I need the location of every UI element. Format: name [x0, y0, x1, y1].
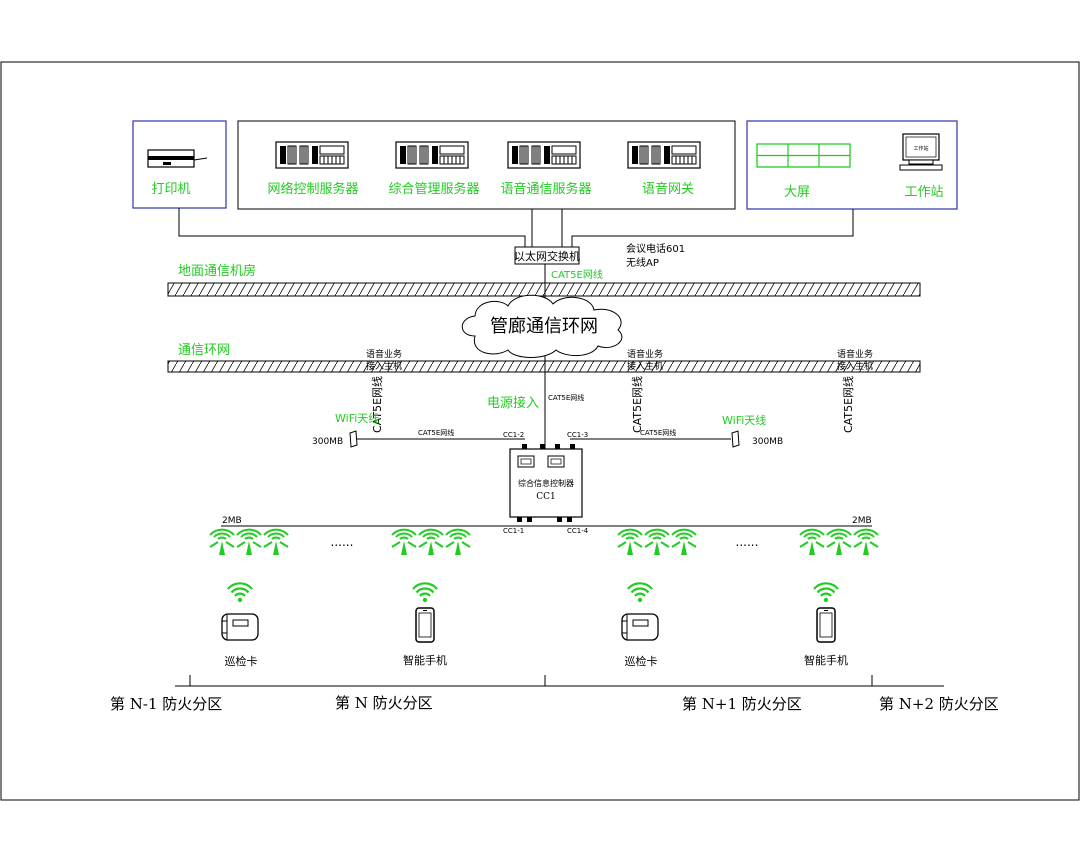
patrol-card-icon [221, 613, 259, 641]
signal-tower-icon [445, 528, 471, 556]
signal-tower-icon [418, 528, 444, 556]
power-label: 电源接入 [487, 395, 539, 411]
switch-connections [178, 208, 854, 247]
server-icon [395, 141, 469, 169]
server-label-voice-gateway: 语音网关 [642, 181, 694, 197]
port-cc1-4: CC1-4 [567, 527, 589, 535]
signal-tower-icon [799, 528, 825, 556]
signal-tower-icon [671, 528, 697, 556]
voice-host-left-line1: 语音业务 [366, 348, 402, 360]
port-cc1-2: CC1-2 [503, 431, 524, 439]
wifi-signal-icon [812, 582, 840, 604]
fire-zone-n-plus-2: 第 N+2 防火分区 [879, 695, 999, 713]
printer-label: 打印机 [151, 182, 190, 197]
bus-rate-right: 2MB [852, 516, 872, 526]
server-box [237, 120, 736, 210]
patrol-card-label: 巡检卡 [625, 654, 658, 668]
wifi-signal-icon [226, 582, 254, 604]
wifi-antenna-left-label: WiFi天线 [335, 411, 379, 425]
smartphone-icon [415, 607, 435, 643]
wifi-right-bandwidth: 300MB [752, 437, 783, 447]
outer-frame [0, 61, 1080, 801]
server-label-integrated-mgmt: 综合管理服务器 [388, 181, 479, 197]
controller-id: CC1 [536, 492, 556, 502]
server-icon [507, 141, 581, 169]
ground-room-wall [167, 282, 921, 297]
wifi-antenna-left-icon [349, 430, 358, 448]
smartphone-label: 智能手机 [804, 653, 848, 667]
fire-zone-boundary [175, 675, 944, 687]
voice-host-right-line2: 接入主机 [837, 360, 873, 372]
controller-name: 综合信息控制器 [518, 478, 574, 488]
wifi-antenna-right-icon [731, 430, 740, 448]
switch-side-conference: 会议电话601 [626, 242, 685, 255]
voice-host-right-line1: 语音业务 [837, 348, 873, 360]
bus-ellipsis-left: ...... [331, 535, 354, 549]
big-screen-icon [756, 143, 851, 168]
voice-host-mid-line1: 语音业务 [627, 348, 663, 360]
wifi-right-cable-label: CAT5E网线 [640, 428, 676, 437]
switch-label: 以太网交换机 [514, 249, 580, 263]
port-cc1-1: CC1-1 [503, 527, 524, 535]
ring-net-wall [167, 360, 921, 373]
smartphone-icon [816, 607, 836, 643]
controller-box[interactable] [509, 444, 583, 522]
voice-host-left-line2: 接入主机 [366, 360, 402, 372]
switch-side-ap: 无线AP [626, 256, 659, 269]
smartphone-label: 智能手机 [403, 653, 447, 667]
signal-tower-icon [617, 528, 643, 556]
signal-tower-icon [853, 528, 879, 556]
wifi-antenna-right-label: WiFi天线 [722, 413, 766, 427]
patrol-card-label: 巡检卡 [225, 654, 258, 668]
server-label-network-control: 网络控制服务器 [267, 181, 358, 197]
patrol-card-icon [621, 613, 659, 641]
printer-icon [147, 149, 208, 168]
signal-tower-icon [263, 528, 289, 556]
server-label-voice-comm: 语音通信服务器 [500, 181, 591, 197]
workstation-icon [899, 133, 943, 171]
bus-ellipsis-right: ...... [736, 535, 759, 549]
display-box [746, 120, 958, 210]
cat5e-vertical-left: CAT5E网线 [370, 376, 384, 433]
server-icon [275, 141, 349, 169]
signal-tower-icon [209, 528, 235, 556]
signal-tower-icon [236, 528, 262, 556]
signal-tower-icon [391, 528, 417, 556]
signal-tower-icon [644, 528, 670, 556]
cat5e-vertical-right: CAT5E网线 [841, 376, 855, 433]
ethernet-switch[interactable] [514, 246, 580, 265]
ground-room-label: 地面通信机房 [178, 263, 256, 279]
fire-zone-n-minus-1: 第 N-1 防火分区 [110, 695, 222, 713]
ring-net-cloud [461, 294, 623, 358]
switch-cable-label: CAT5E网线 [551, 268, 603, 281]
wifi-left-cable-label: CAT5E网线 [418, 428, 454, 437]
workstation-screen-text: 工作站 [913, 145, 928, 152]
workstation-label: 工作站 [904, 185, 943, 200]
fire-zone-n-plus-1: 第 N+1 防火分区 [682, 695, 802, 713]
cloud-label: 管廊通信环网 [490, 316, 598, 337]
big-screen-label: 大屏 [784, 185, 810, 200]
wifi-signal-icon [411, 582, 439, 604]
voice-host-mid-line2: 接入主机 [627, 360, 663, 372]
wifi-signal-icon [626, 582, 654, 604]
fire-zone-n: 第 N 防火分区 [335, 694, 433, 712]
trunk-cable-label: CAT5E网线 [548, 393, 584, 402]
server-icon [627, 141, 701, 169]
ring-net-label: 通信环网 [178, 343, 230, 358]
cat5e-vertical-mid: CAT5E网线 [630, 376, 644, 433]
wifi-left-bandwidth: 300MB [312, 437, 343, 447]
signal-tower-icon [826, 528, 852, 556]
bus-rate-left: 2MB [222, 516, 242, 526]
port-cc1-3: CC1-3 [567, 431, 588, 439]
